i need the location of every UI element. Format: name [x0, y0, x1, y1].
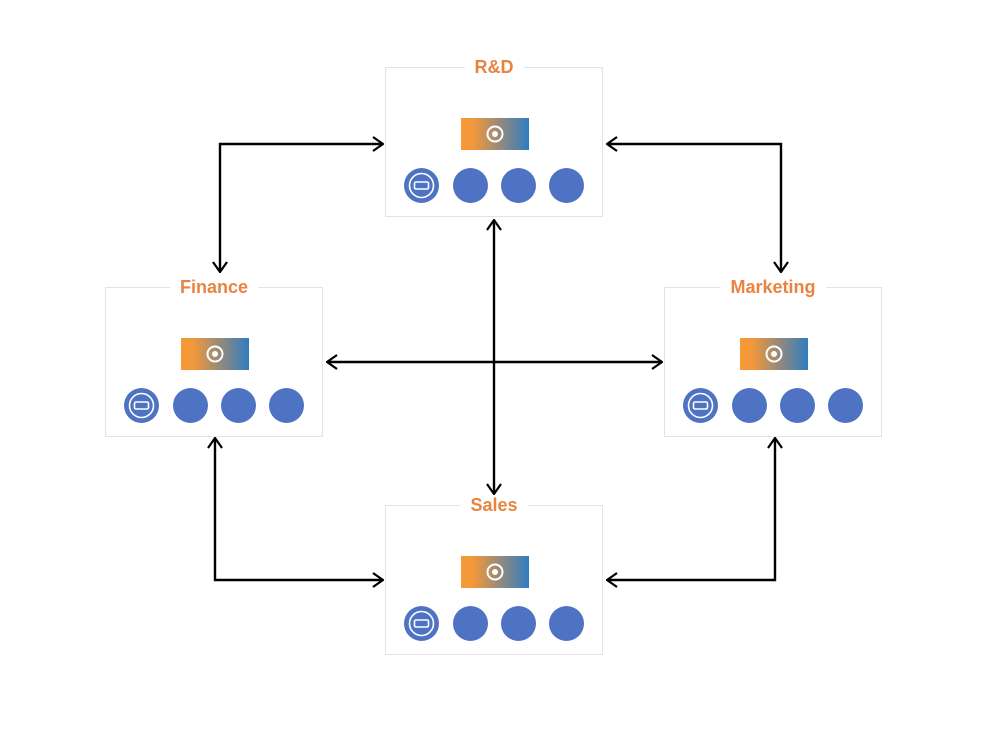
- unit-panel-marketing[interactable]: Marketing: [664, 277, 882, 437]
- node-circle-icon: [780, 388, 815, 423]
- node-circle-icon: [549, 606, 584, 641]
- endpoint-node-icon: [404, 168, 439, 203]
- endpoint-node-icon: [683, 388, 718, 423]
- gateway-icon: [461, 556, 529, 588]
- gateway-icon: [181, 338, 249, 370]
- unit-title: R&D: [464, 57, 524, 77]
- node-circle-icon: [549, 168, 584, 203]
- connector-rd-finance: [220, 144, 383, 272]
- connector-finance-sales: [215, 438, 383, 580]
- node-circle-icon: [828, 388, 863, 423]
- gateway-icon: [740, 338, 808, 370]
- node-circle-icon: [453, 168, 488, 203]
- unit-panel-sales[interactable]: Sales: [385, 495, 603, 655]
- node-circle-icon: [501, 168, 536, 203]
- gateway-icon: [461, 118, 529, 150]
- unit-panel-rd[interactable]: R&D: [385, 57, 603, 217]
- connector-rd-marketing: [607, 144, 781, 272]
- node-circle-icon: [269, 388, 304, 423]
- endpoint-node-icon: [404, 606, 439, 641]
- unit-panel-finance[interactable]: Finance: [105, 277, 323, 437]
- node-circle-icon: [732, 388, 767, 423]
- node-circle-icon: [501, 606, 536, 641]
- unit-title: Sales: [460, 495, 528, 515]
- unit-title: Marketing: [720, 277, 826, 297]
- unit-title: Finance: [169, 277, 259, 297]
- node-circle-icon: [453, 606, 488, 641]
- node-circle-icon: [221, 388, 256, 423]
- endpoint-node-icon: [124, 388, 159, 423]
- node-circle-icon: [173, 388, 208, 423]
- connector-marketing-sales: [607, 438, 775, 580]
